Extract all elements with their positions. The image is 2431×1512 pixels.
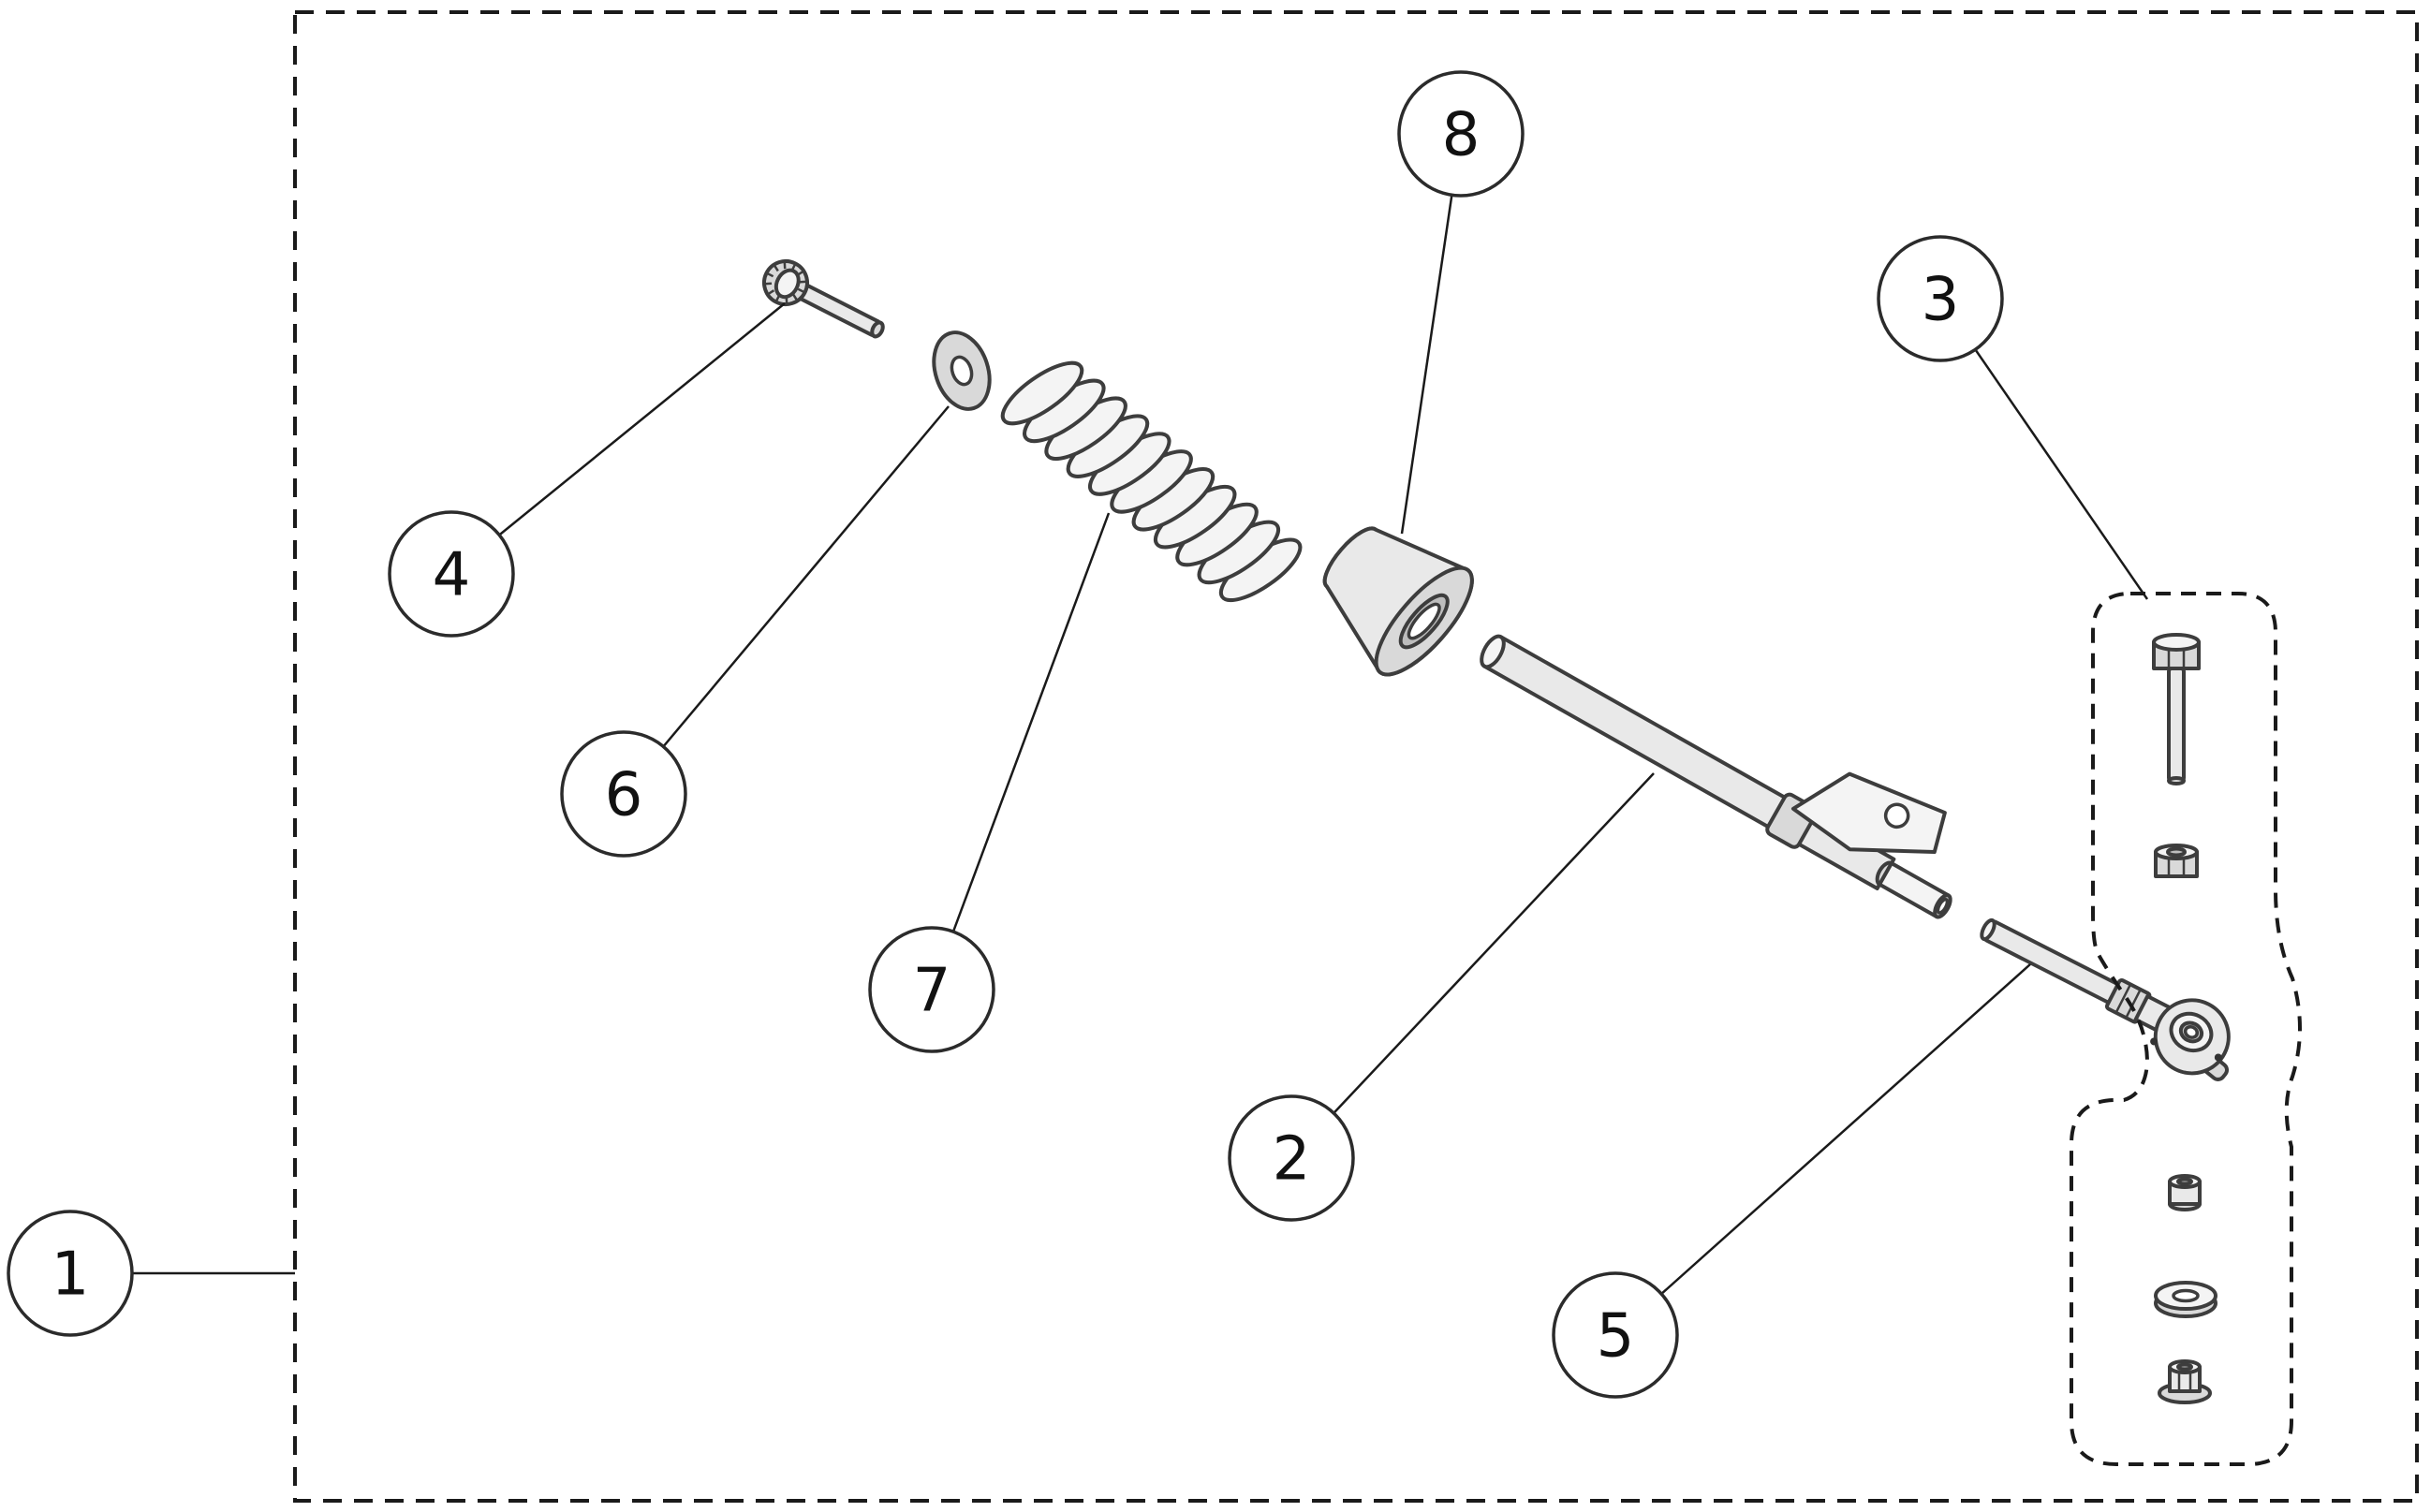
part-rod-assembly xyxy=(1480,634,1952,919)
part-hardware-group xyxy=(2152,633,2217,1404)
part-coil-spring xyxy=(1000,360,1303,603)
hardware-washer xyxy=(2154,1281,2217,1318)
hardware-flange-nut xyxy=(2158,1359,2212,1404)
part-cone-bushing xyxy=(1322,526,1474,677)
callout-8[interactable]: 8 xyxy=(1397,70,1525,198)
callout-1-label: 1 xyxy=(52,1240,90,1309)
callout-3[interactable]: 3 xyxy=(1877,235,2004,362)
hardware-hex-bolt xyxy=(2152,633,2201,785)
leader-line-8 xyxy=(1400,133,1463,535)
leader-line-4 xyxy=(450,302,786,575)
leader-line-2 xyxy=(1290,772,1655,1159)
hardware-spacer xyxy=(2168,1174,2202,1211)
hardware-nut xyxy=(2154,844,2199,878)
leader-line-6 xyxy=(623,405,950,795)
callout-6[interactable]: 6 xyxy=(560,730,687,858)
leader-line-5 xyxy=(1614,963,2031,1336)
callout-4-label: 4 xyxy=(433,540,471,609)
callout-4[interactable]: 4 xyxy=(388,510,515,638)
leader-lines xyxy=(70,133,2149,1336)
part-tie-rod-end xyxy=(1980,917,2231,1081)
callout-5-label: 5 xyxy=(1597,1301,1635,1371)
callout-8-label: 8 xyxy=(1442,100,1481,169)
callout-3-label: 3 xyxy=(1922,265,1960,334)
part-flange-bolt xyxy=(762,259,885,339)
diagram-dashed-border xyxy=(293,10,2419,1503)
callout-5[interactable]: 5 xyxy=(1552,1271,1679,1399)
callout-7[interactable]: 7 xyxy=(868,926,995,1053)
leader-line-7 xyxy=(930,512,1111,991)
callout-2[interactable]: 2 xyxy=(1228,1094,1355,1222)
callout-6-label: 6 xyxy=(605,760,643,829)
part-washer xyxy=(932,330,992,411)
hardware-group-dashed-outline xyxy=(2070,592,2302,1466)
callout-7-label: 7 xyxy=(913,956,951,1025)
callout-1[interactable]: 1 xyxy=(7,1210,134,1337)
callout-2-label: 2 xyxy=(1273,1124,1311,1194)
